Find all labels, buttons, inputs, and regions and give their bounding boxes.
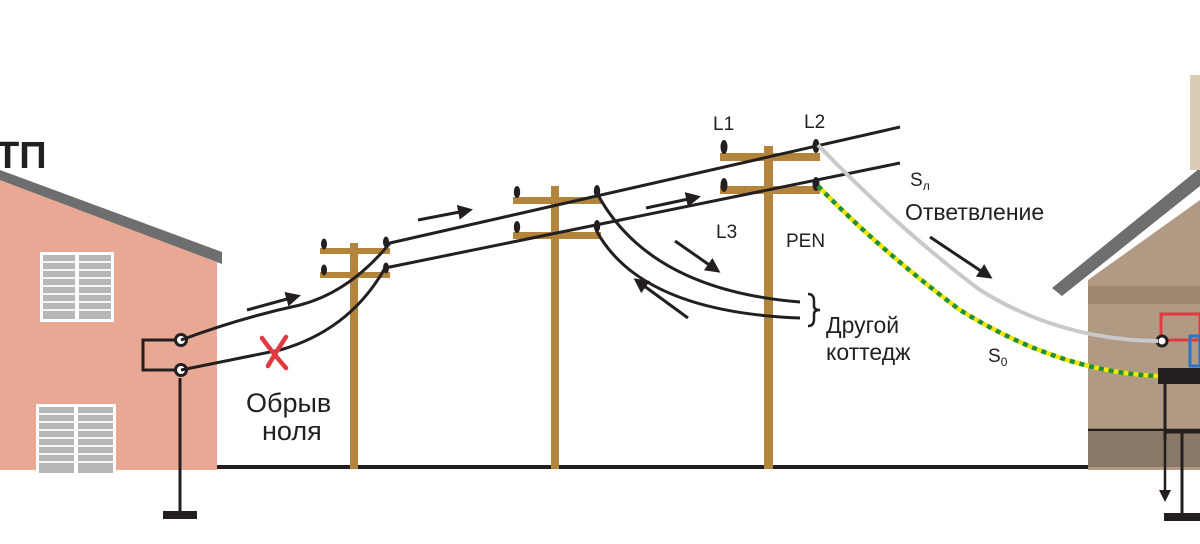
substation-terminals xyxy=(141,338,182,512)
cottage-chimney xyxy=(1190,75,1200,170)
neutral-break-label-1: Обрыв xyxy=(246,388,331,418)
substation-window-top xyxy=(40,252,114,322)
arrow-icon xyxy=(417,204,473,222)
neutral-break-label-2: ноля xyxy=(262,416,322,446)
cottage-wall xyxy=(1088,200,1200,470)
arrow-icon xyxy=(633,278,689,320)
arrow-icon xyxy=(246,291,301,312)
substation-window-bottom xyxy=(36,404,116,476)
cottage-down-arrow-icon xyxy=(1159,490,1171,502)
insulators xyxy=(321,139,820,276)
cottage-wall-upper xyxy=(1088,286,1200,304)
cottage-grounding xyxy=(1163,384,1200,514)
other-cottage-brace xyxy=(807,292,821,328)
arrow-icon xyxy=(929,235,993,279)
arrow-icon xyxy=(674,239,721,273)
cottage-panel-red xyxy=(1159,312,1200,342)
pen-label: PEN xyxy=(786,231,825,252)
pole-1 xyxy=(320,243,390,469)
other-cottage-label-2: коттедж xyxy=(826,339,911,365)
cottage-panel-blue xyxy=(1188,334,1200,368)
pole-2 xyxy=(513,186,601,469)
cottage-roof xyxy=(1052,168,1200,296)
phase-l2-label: L2 xyxy=(804,112,825,133)
cottage-input-terminal xyxy=(1155,334,1169,348)
branch-section-label: Sл xyxy=(910,170,930,193)
phase-l1-label: L1 xyxy=(713,114,734,135)
other-cottage-label-1: Другой xyxy=(826,312,899,338)
branch-phase-wire xyxy=(816,143,1159,343)
branch-label: Ответвление xyxy=(905,199,1044,225)
wire-lower xyxy=(180,161,901,372)
cottage-ground-electrode-icon xyxy=(1164,513,1200,521)
cottage-building xyxy=(1052,75,1200,521)
red-cross-icon xyxy=(259,334,289,371)
wire-other-cottage-1 xyxy=(596,194,801,304)
substation-building xyxy=(0,170,222,519)
zero-section-label: S0 xyxy=(988,346,1008,369)
wire-other-cottage-2 xyxy=(594,229,801,320)
arrow-icon xyxy=(645,192,701,210)
substation-roof xyxy=(0,170,222,264)
substation-ground-electrode-icon xyxy=(163,511,197,519)
substation-label: ТП xyxy=(0,135,47,177)
flow-arrows xyxy=(246,192,993,320)
pole-3 xyxy=(720,146,820,469)
phase-l3-label: L3 xyxy=(716,222,737,243)
cottage-pe-busbar xyxy=(1158,368,1200,384)
branch-pen-wire-green xyxy=(816,184,1159,379)
